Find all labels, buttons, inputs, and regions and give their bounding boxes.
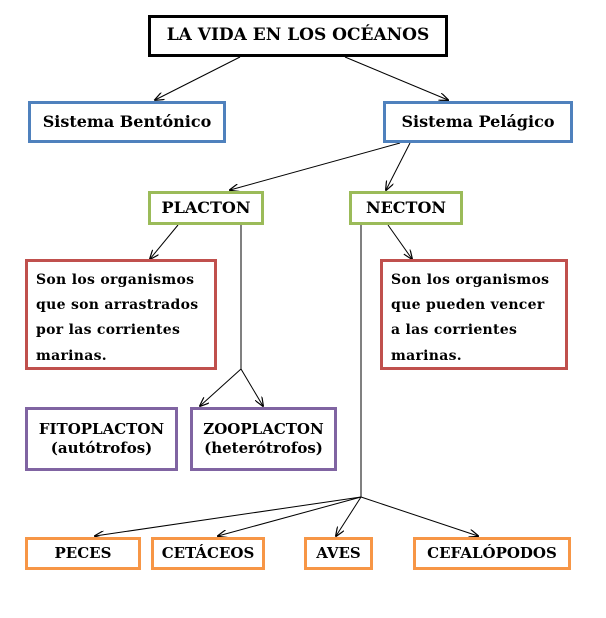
zooplankton-sublabel: (heterótrofos): [204, 439, 323, 457]
nekton-description-line: que pueden vencer: [391, 297, 545, 314]
arrow-to-fish: [95, 496, 362, 536]
plankton-description-box: Son los organismos que son arrastrados p…: [25, 259, 217, 370]
birds-label: AVES: [316, 544, 361, 563]
plankton-description-line: marinas.: [36, 347, 107, 364]
plankton-description-line: por las corrientes: [36, 322, 181, 339]
nekton-description-line: marinas.: [391, 347, 462, 364]
fish-node: PECES: [25, 537, 141, 570]
root-node: LA VIDA EN LOS OCÉANOS: [148, 15, 448, 57]
pelagic-system-node: Sistema Pelágico: [383, 101, 573, 143]
phytoplankton-node: FITOPLACTON (autótrofos): [25, 407, 178, 471]
arrow-pelagic-to-plankton: [230, 142, 401, 190]
plankton-node: PLACTON: [148, 191, 264, 225]
benthic-system-label: Sistema Bentónico: [42, 112, 212, 131]
root-label: LA VIDA EN LOS OCÉANOS: [166, 25, 430, 46]
fish-label: PECES: [54, 544, 112, 563]
cetaceans-node: CETÁCEOS: [151, 537, 265, 570]
nekton-node: NECTON: [349, 191, 463, 225]
pelagic-system-label: Sistema Pelágico: [401, 112, 555, 131]
arrow-to-birds: [336, 496, 362, 536]
arrow-root-to-benthic: [155, 56, 241, 100]
cephalopods-node: CEFALÓPODOS: [413, 537, 571, 570]
arrow-nekton-to-description: [387, 224, 412, 259]
arrow-to-cephalopods: [360, 496, 478, 536]
arrow-to-zooplankton: [240, 368, 263, 406]
nekton-description-box: Son los organismos que pueden vencer a l…: [380, 259, 568, 370]
arrow-pelagic-to-nekton: [386, 142, 411, 190]
nekton-description-line: Son los organismos: [391, 272, 550, 288]
zooplankton-label: ZOOPLACTON: [203, 420, 324, 439]
cephalopods-label: CEFALÓPODOS: [427, 544, 557, 563]
benthic-system-node: Sistema Bentónico: [28, 101, 226, 143]
arrow-plankton-to-description: [150, 224, 179, 259]
cetaceans-label: CETÁCEOS: [161, 544, 255, 563]
plankton-description-line: Son los organismos: [36, 272, 195, 288]
zooplankton-node: ZOOPLACTON (heterótrofos): [190, 407, 337, 471]
nekton-label: NECTON: [365, 198, 447, 217]
nekton-description-line: a las corrientes: [391, 322, 518, 339]
plankton-label: PLACTON: [161, 198, 251, 217]
birds-node: AVES: [304, 537, 373, 570]
arrow-to-cetaceans: [218, 496, 362, 536]
arrow-root-to-pelagic: [344, 56, 448, 100]
plankton-description-line: que son arrastrados: [36, 297, 199, 314]
phytoplankton-label: FITOPLACTON: [38, 420, 165, 439]
arrow-to-phytoplankton: [200, 368, 242, 406]
phytoplankton-sublabel: (autótrofos): [50, 439, 153, 457]
